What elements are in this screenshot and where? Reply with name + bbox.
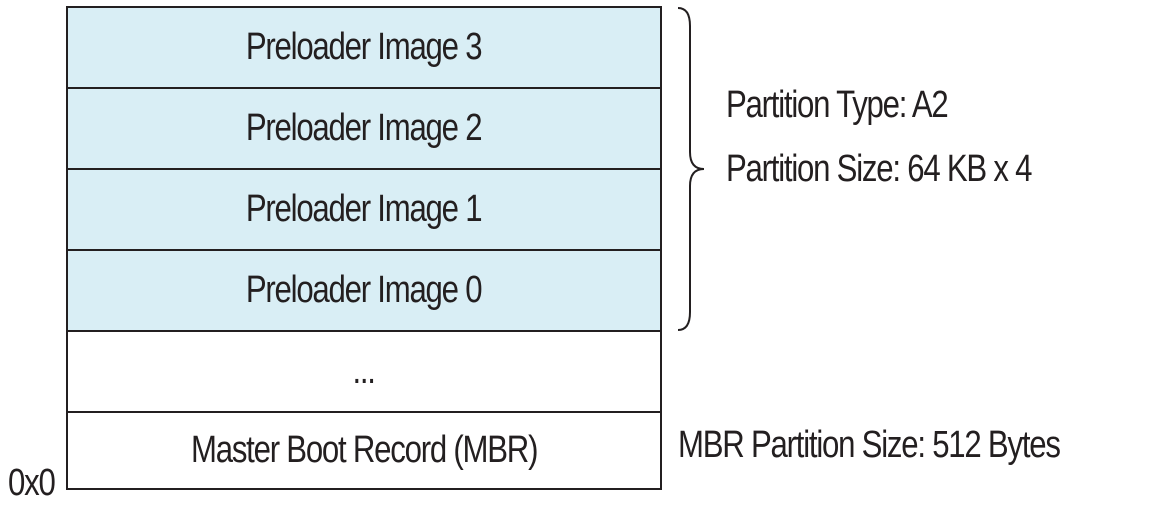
block-ellipsis: ... — [68, 332, 660, 413]
block-preloader-image-3: Preloader Image 3 — [68, 8, 660, 89]
block-preloader-image-1: Preloader Image 1 — [68, 170, 660, 251]
partition-type-label: Partition Type: A2 — [726, 84, 949, 126]
block-label: Preloader Image 3 — [246, 26, 483, 68]
block-label: Preloader Image 1 — [246, 188, 483, 230]
memory-layout-stack: Preloader Image 3 Preloader Image 2 Prel… — [66, 6, 662, 490]
block-mbr: Master Boot Record (MBR) — [68, 413, 660, 488]
partition-size-label: Partition Size: 64 KB x 4 — [726, 148, 1032, 190]
curly-brace-icon — [677, 7, 705, 331]
start-address-label: 0x0 — [8, 462, 56, 504]
block-label: Preloader Image 2 — [246, 107, 483, 149]
block-preloader-image-2: Preloader Image 2 — [68, 89, 660, 170]
block-label: Preloader Image 0 — [246, 269, 483, 311]
block-preloader-image-0: Preloader Image 0 — [68, 251, 660, 332]
block-label: ... — [352, 350, 377, 392]
block-label: Master Boot Record (MBR) — [190, 429, 538, 471]
mbr-partition-size-label: MBR Partition Size: 512 Bytes — [678, 424, 1061, 466]
